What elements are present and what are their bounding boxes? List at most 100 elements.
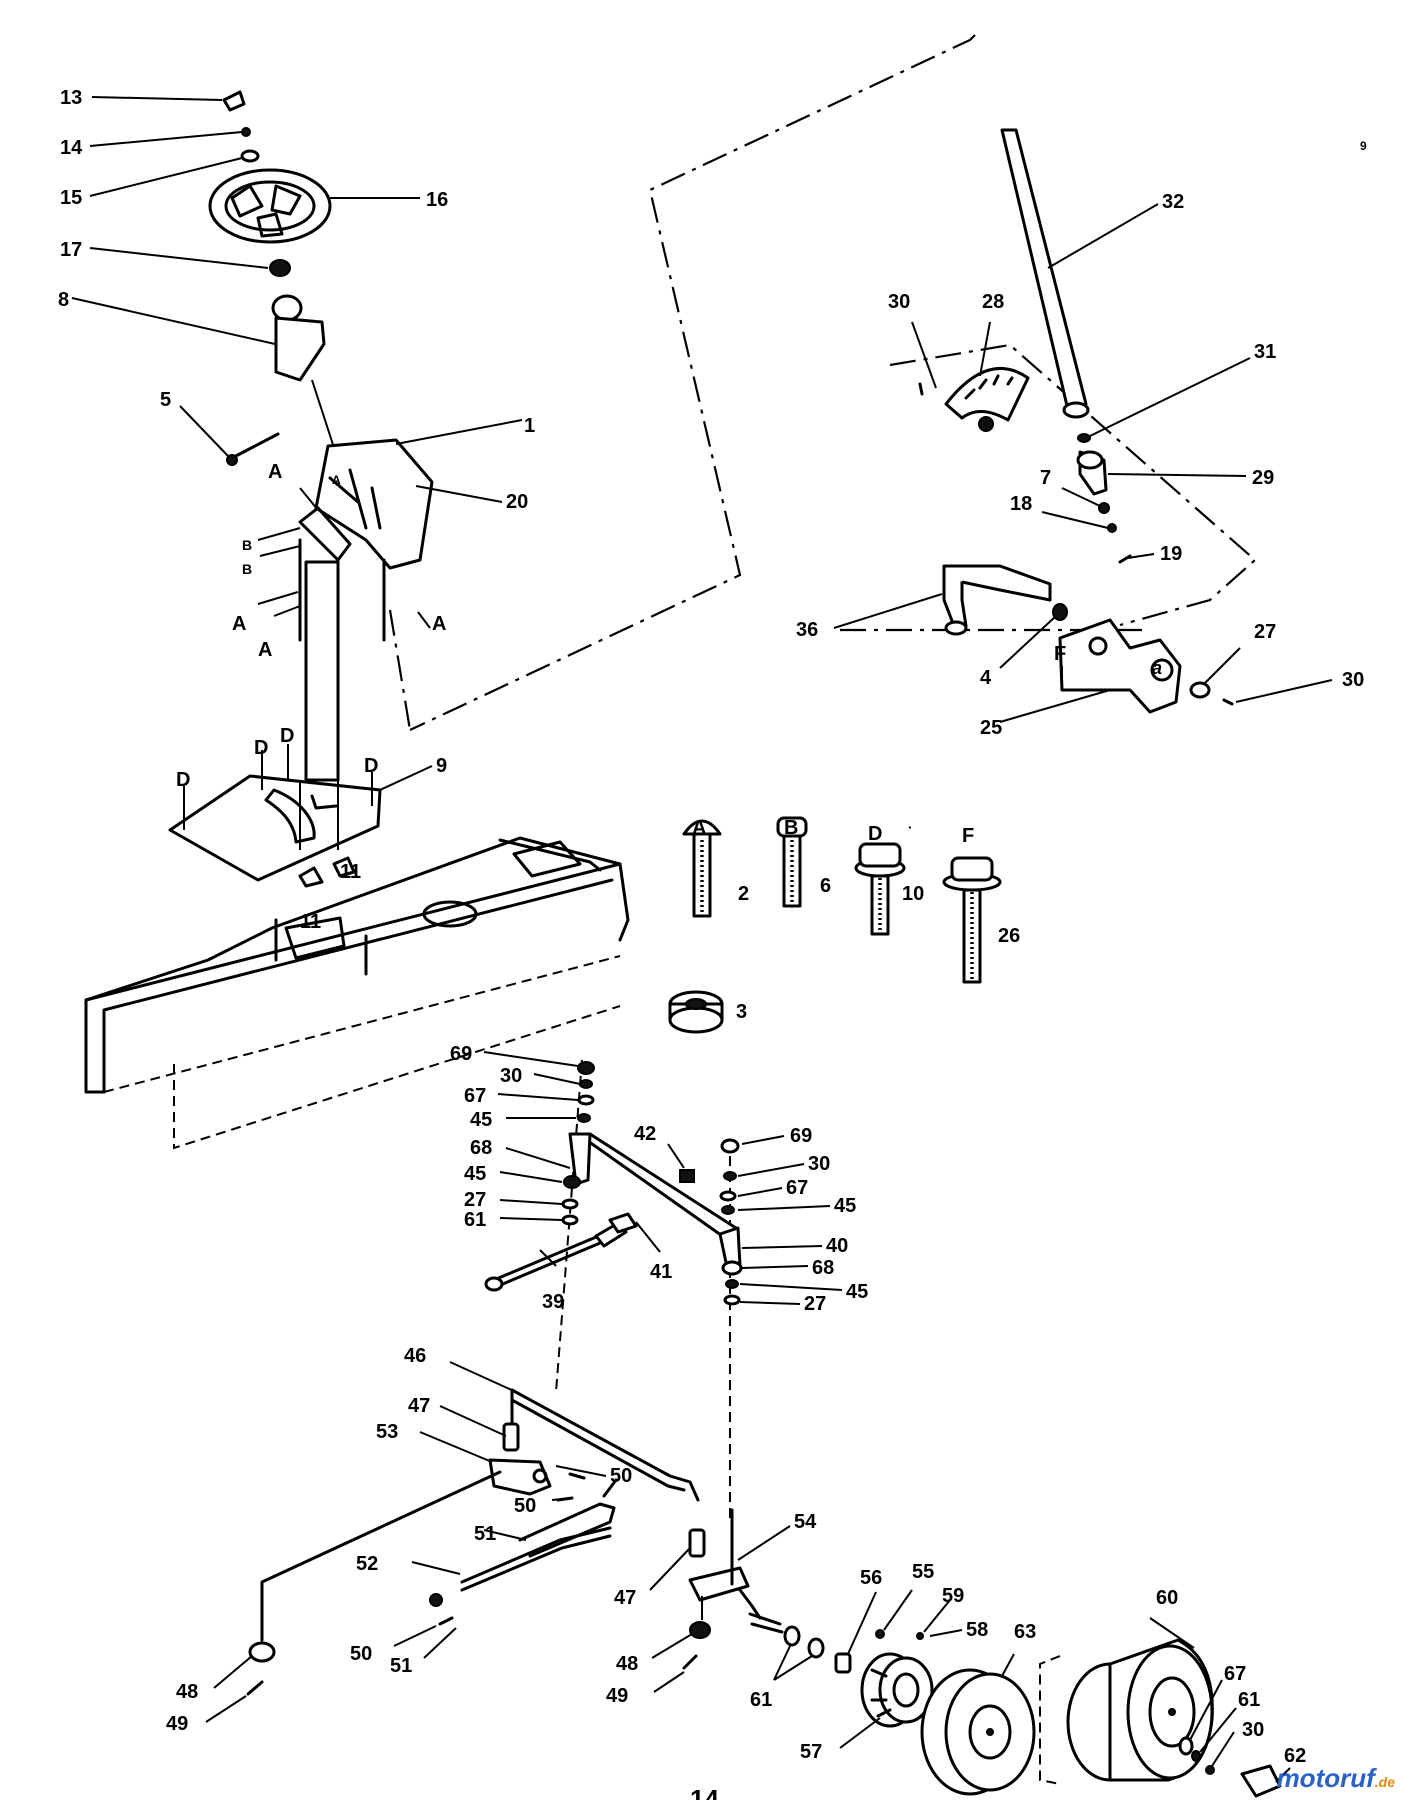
assembly-outline-upper xyxy=(409,34,976,731)
callout-line-15 xyxy=(89,157,243,197)
washer-14 xyxy=(241,127,251,137)
bolt-42 xyxy=(679,1169,695,1183)
washer-27-upper xyxy=(1189,681,1211,699)
callout-30e: 30 xyxy=(1242,1719,1264,1741)
pin-30-upper xyxy=(918,382,924,396)
callout-line-60 xyxy=(1149,1617,1195,1649)
callout-line-51a xyxy=(483,1529,527,1541)
callout-40: 40 xyxy=(826,1235,848,1257)
watermark: motoruf.de xyxy=(1277,1763,1395,1794)
cap-62 xyxy=(1240,1764,1282,1798)
callout-26: 26 xyxy=(998,925,1020,947)
bolt-marker-b1 xyxy=(257,527,301,541)
fitting-55 xyxy=(875,1629,885,1639)
callout-10: 10 xyxy=(902,883,924,905)
hardware-nut-3 xyxy=(668,990,724,1034)
cap-69-right xyxy=(720,1138,740,1154)
spindle-54 xyxy=(688,1508,762,1620)
callout-line-45d xyxy=(739,1283,843,1291)
callout-49a: 49 xyxy=(166,1713,188,1735)
callout-line-20 xyxy=(415,485,503,503)
letter-d1: D xyxy=(176,769,190,791)
drag-link-36 xyxy=(942,564,1052,636)
callout-line-7 xyxy=(1061,487,1101,507)
callout-27c: 27 xyxy=(804,1293,826,1315)
callout-line-61b-b xyxy=(773,1655,813,1681)
washer-45-left-b xyxy=(563,1175,581,1189)
callout-29: 29 xyxy=(1252,467,1274,489)
callout-63: 63 xyxy=(1014,1621,1036,1643)
bolt-49-left xyxy=(246,1680,264,1696)
callout-line-67a xyxy=(497,1093,579,1101)
callout-16: 16 xyxy=(426,189,448,211)
hardware-key-f: F xyxy=(962,825,974,847)
steering-wheel xyxy=(208,168,332,244)
watermark-main: motoruf xyxy=(1276,1763,1375,1793)
tire-60 xyxy=(1066,1638,1214,1782)
callout-39: 39 xyxy=(542,1291,564,1313)
callout-52: 52 xyxy=(356,1553,378,1575)
hardware-bolt-a xyxy=(682,819,722,918)
spindle-shaft xyxy=(748,1612,784,1634)
sector-gear-28 xyxy=(944,366,1030,432)
callout-8: 8 xyxy=(58,289,69,311)
callout-28: 28 xyxy=(982,291,1004,313)
callout-line-30d xyxy=(737,1163,805,1177)
callout-line-5 xyxy=(179,405,229,457)
callout-line-55 xyxy=(883,1589,913,1631)
callout-27a: 27 xyxy=(1254,621,1276,643)
callout-46: 46 xyxy=(404,1345,426,1367)
bolt-50-low xyxy=(438,1616,454,1626)
callout-55: 55 xyxy=(912,1561,934,1583)
letter-a1: A xyxy=(268,461,282,483)
callout-line-39 xyxy=(539,1249,557,1267)
callout-31: 31 xyxy=(1254,341,1276,363)
callout-line-54 xyxy=(737,1525,791,1561)
callout-11a: 11 xyxy=(300,911,321,933)
callout-line-62 xyxy=(1275,1767,1291,1783)
spacer-4 xyxy=(1052,603,1068,621)
callout-line-17 xyxy=(89,247,269,269)
callout-30b: 30 xyxy=(1342,669,1364,691)
callout-56: 56 xyxy=(860,1567,882,1589)
callout-line-27b xyxy=(499,1199,563,1205)
callout-line-61b-a xyxy=(773,1645,791,1681)
callout-53: 53 xyxy=(376,1421,398,1443)
callout-50a: 50 xyxy=(610,1465,632,1487)
wheel-bracket-dash xyxy=(1039,1655,1061,1785)
callout-68a: 68 xyxy=(470,1137,492,1159)
callout-51b: 51 xyxy=(390,1655,412,1677)
hardware-key-d: D xyxy=(868,823,882,845)
callout-36: 36 xyxy=(796,619,818,641)
assembly-line-column xyxy=(388,609,412,731)
letter-d3: D xyxy=(280,725,294,747)
callout-18: 18 xyxy=(1010,493,1032,515)
callout-14: 14 xyxy=(60,137,83,159)
callout-69b: 69 xyxy=(790,1125,812,1147)
callout-line-69a xyxy=(483,1051,579,1067)
callout-line-61c xyxy=(1199,1707,1237,1753)
washer-15 xyxy=(240,149,260,163)
letter-b1: B xyxy=(242,537,252,553)
spindle-link-left xyxy=(260,1470,502,1642)
letter-a5: A xyxy=(432,613,446,635)
callout-45b: 45 xyxy=(464,1163,486,1185)
callout-15: 15 xyxy=(60,187,82,209)
washer-67-left xyxy=(577,1094,595,1106)
callout-61c: 61 xyxy=(1238,1689,1260,1711)
bolt-marker-a1 xyxy=(299,487,319,511)
callout-line-50a xyxy=(555,1465,607,1477)
stack-axis-left xyxy=(555,1059,583,1393)
callout-line-57 xyxy=(839,1717,881,1749)
assembly-outline-right xyxy=(889,343,1257,627)
bolt-marker-a4 xyxy=(273,605,301,617)
washer-18 xyxy=(1107,523,1117,533)
callout-48b: 48 xyxy=(616,1653,638,1675)
callout-line-27c xyxy=(739,1301,801,1305)
callout-line-32 xyxy=(1047,203,1159,269)
washer-27-left xyxy=(561,1198,579,1210)
hardware-key-b: B xyxy=(784,817,798,839)
bracket-25 xyxy=(1058,618,1182,714)
callout-54: 54 xyxy=(794,1511,817,1533)
callout-2: 2 xyxy=(738,883,749,905)
